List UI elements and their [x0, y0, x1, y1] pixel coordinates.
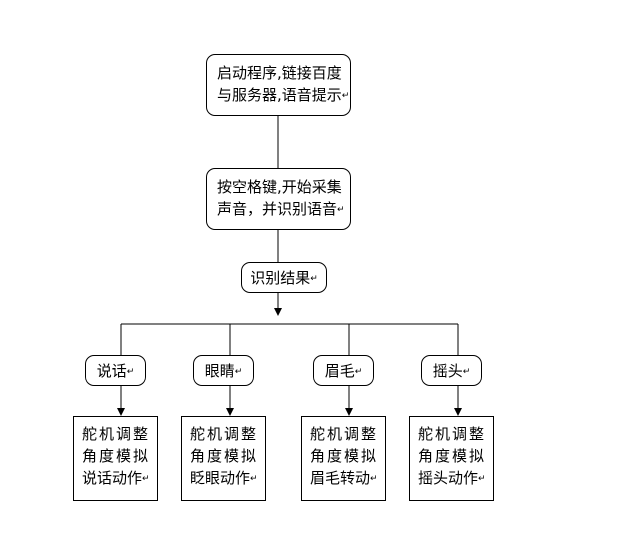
- action-node-speak: 舵机调整 角度模拟 说话动作↵: [73, 416, 158, 501]
- category-node-speak: 说话↵: [85, 355, 146, 386]
- input-node-line1: 按空格键,开始采集: [217, 178, 342, 196]
- category-node-eyes: 眼睛↵: [193, 355, 254, 386]
- action-line1: 舵机调整: [82, 425, 151, 443]
- category-label: 摇头: [432, 362, 463, 380]
- action-line3: 眨眼动作: [190, 469, 251, 487]
- action-line3: 说话动作: [82, 469, 143, 487]
- action-node-eyes: 舵机调整 角度模拟 眨眼动作↵: [181, 416, 266, 501]
- paragraph-mark: ↵: [234, 367, 243, 377]
- paragraph-mark: ↵: [310, 274, 318, 284]
- start-node-line1: 启动程序,链接百度: [217, 64, 342, 82]
- paragraph-mark: ↵: [462, 367, 471, 377]
- action-line2: 角度模拟: [418, 447, 487, 465]
- action-line1: 舵机调整: [310, 425, 379, 443]
- category-label: 说话: [96, 362, 127, 380]
- input-node-line2: 声音，并识别语音: [217, 200, 338, 218]
- category-label: 眼睛: [204, 362, 235, 380]
- result-node-label: 识别结果: [250, 269, 311, 287]
- category-node-brows: 眉毛↵: [313, 355, 374, 386]
- input-node: 按空格键,开始采集 声音，并识别语音↵: [206, 168, 351, 230]
- action-line2: 角度模拟: [190, 447, 259, 465]
- start-node-line2: 与服务器,语音提示: [217, 86, 342, 104]
- action-node-shake: 舵机调整 角度模拟 摇头动作↵: [409, 416, 494, 501]
- result-node: 识别结果↵: [241, 262, 327, 293]
- paragraph-mark: ↵: [478, 474, 486, 484]
- action-line3: 摇头动作: [418, 469, 479, 487]
- paragraph-mark: ↵: [250, 474, 258, 484]
- action-line1: 舵机调整: [418, 425, 487, 443]
- paragraph-mark: ↵: [354, 367, 363, 377]
- paragraph-mark: ↵: [341, 91, 350, 101]
- action-line3: 眉毛转动: [310, 469, 371, 487]
- paragraph-mark: ↵: [126, 367, 135, 377]
- paragraph-mark: ↵: [142, 474, 150, 484]
- start-node: 启动程序,链接百度 与服务器,语音提示↵: [206, 54, 351, 116]
- category-label: 眉毛: [324, 362, 355, 380]
- action-line1: 舵机调整: [190, 425, 259, 443]
- paragraph-mark: ↵: [370, 474, 378, 484]
- category-node-shake: 摇头↵: [421, 355, 482, 386]
- paragraph-mark: ↵: [337, 205, 345, 215]
- action-line2: 角度模拟: [82, 447, 151, 465]
- action-line2: 角度模拟: [310, 447, 379, 465]
- action-node-brows: 舵机调整 角度模拟 眉毛转动↵: [301, 416, 386, 501]
